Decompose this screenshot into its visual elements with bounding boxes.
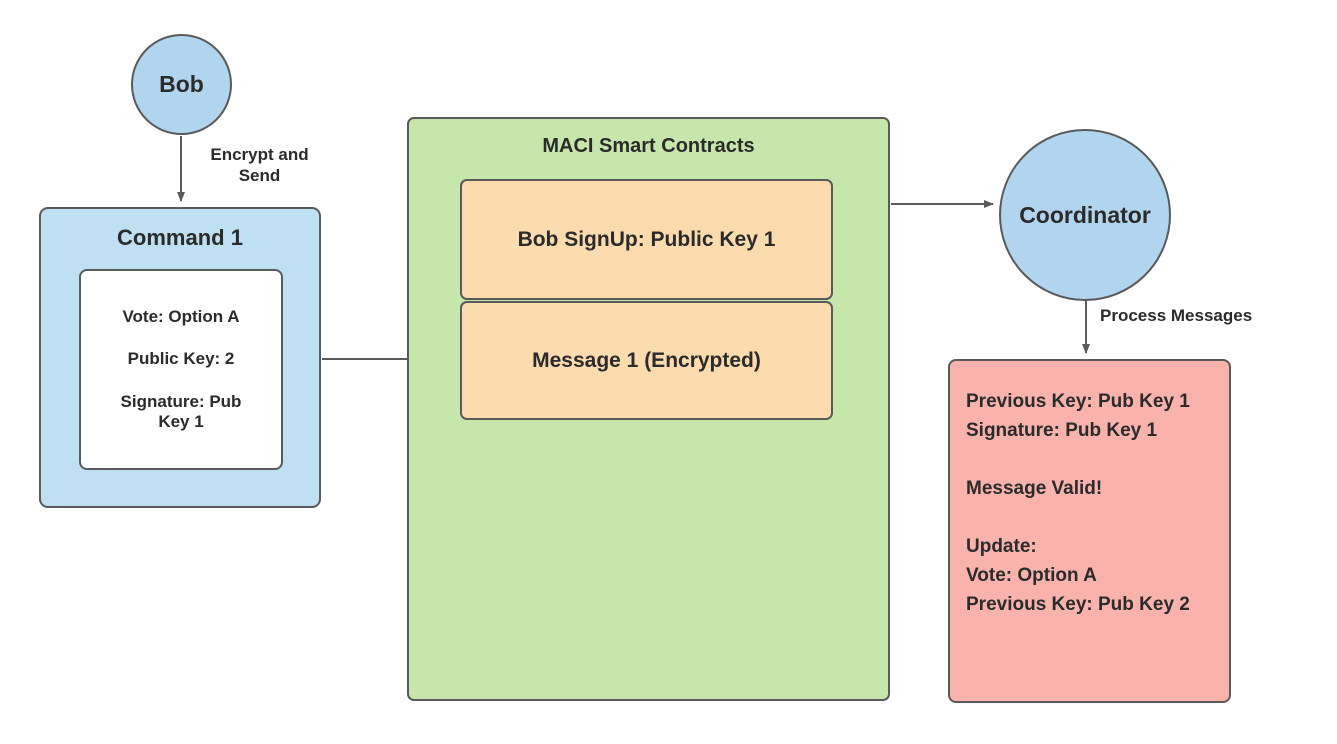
- command-box[interactable]: Command 1 Vote: Option A Public Key: 2 S…: [39, 207, 321, 508]
- maci-box-title: MACI Smart Contracts: [542, 135, 755, 157]
- actor-bob-label: Bob: [159, 71, 204, 97]
- actor-coordinator-label: Coordinator: [1019, 201, 1151, 228]
- command-box-title: Command 1: [117, 225, 243, 250]
- maci-item-signup-label: Bob SignUp: Public Key 1: [517, 227, 776, 251]
- message-processing-result-text: Previous Key: Pub Key 1 Signature: Pub K…: [966, 391, 1190, 616]
- actor-coordinator[interactable]: Coordinator: [999, 129, 1171, 301]
- command-field-public-key: Public Key: 2: [127, 349, 235, 369]
- message-processing-result-box[interactable]: Previous Key: Pub Key 1 Signature: Pub K…: [948, 359, 1231, 703]
- maci-smart-contracts-box[interactable]: MACI Smart Contracts Bob SignUp: Public …: [407, 117, 890, 701]
- edge-label-encrypt-and-send: Encrypt and Send: [210, 145, 309, 186]
- maci-item-signup[interactable]: Bob SignUp: Public Key 1: [460, 179, 833, 300]
- actor-bob[interactable]: Bob: [131, 34, 232, 135]
- command-details-panel: Vote: Option A Public Key: 2 Signature: …: [79, 269, 283, 470]
- command-field-signature: Signature: Pub Key 1: [120, 391, 242, 431]
- maci-item-message[interactable]: Message 1 (Encrypted): [460, 301, 833, 420]
- edge-label-process-messages: Process Messages: [1100, 306, 1253, 325]
- maci-item-message-label: Message 1 (Encrypted): [532, 348, 761, 372]
- command-field-vote: Vote: Option A: [122, 306, 240, 326]
